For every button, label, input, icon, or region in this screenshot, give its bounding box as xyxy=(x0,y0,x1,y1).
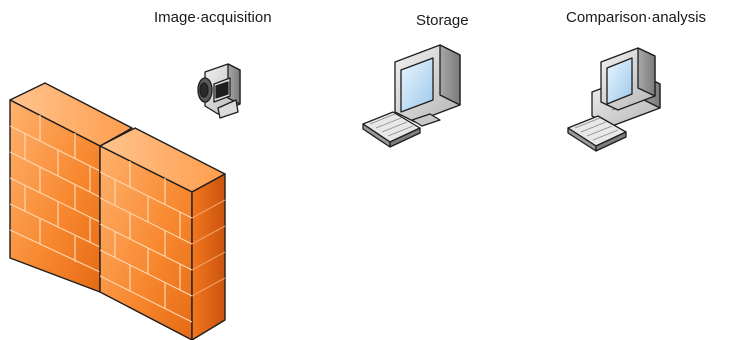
label-comparison-analysis: Comparison·analysis xyxy=(566,9,707,26)
label-storage: Storage xyxy=(416,12,469,29)
computer-monitor-icon xyxy=(362,44,461,148)
desktop-computer-icon xyxy=(567,47,661,152)
video-camera-icon xyxy=(197,63,241,119)
label-image-acquisition: Image·acquisition xyxy=(154,9,272,26)
brick-firewall-icon xyxy=(9,82,226,340)
